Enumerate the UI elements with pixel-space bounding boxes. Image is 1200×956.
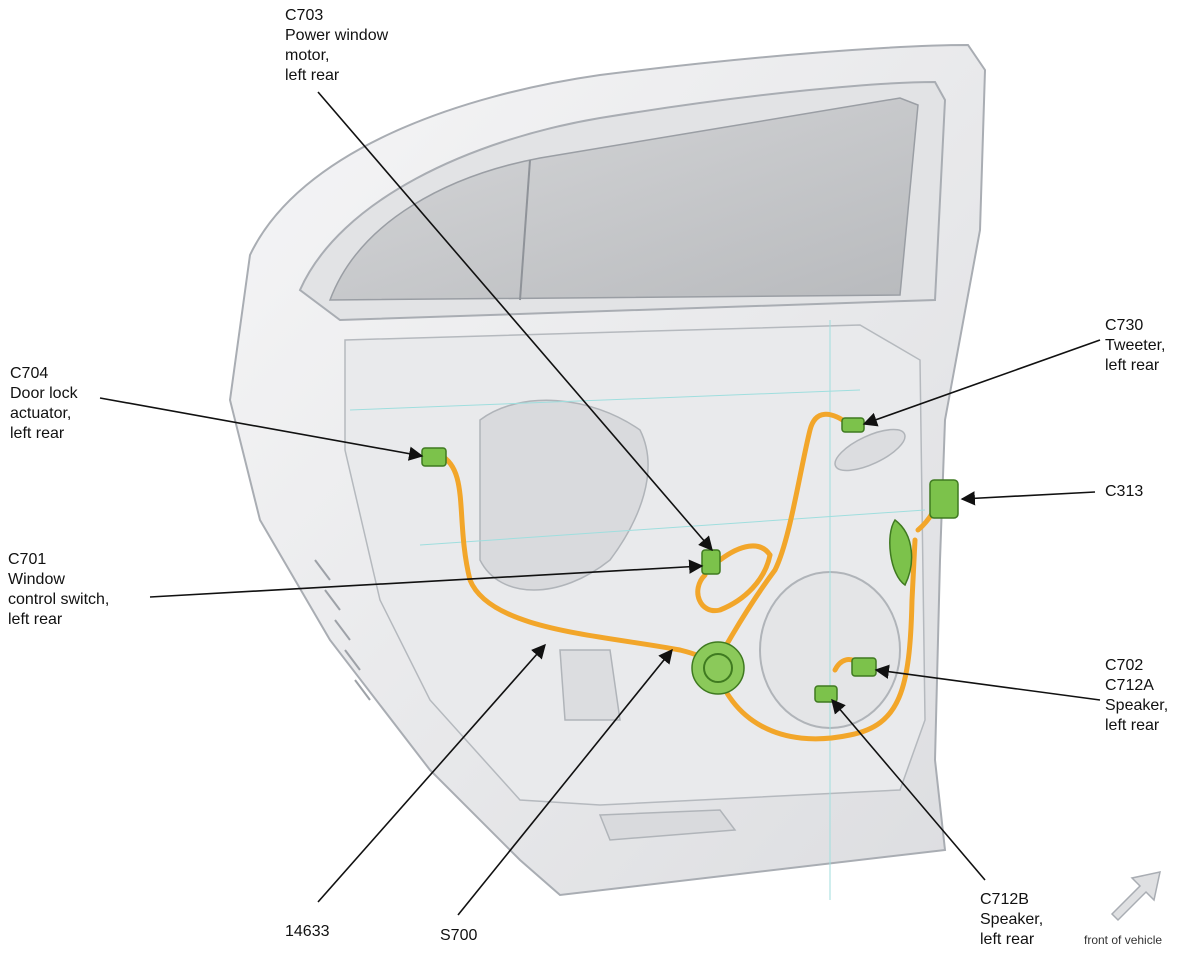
lower-handle-recess (598, 809, 737, 841)
connector-c702 (851, 657, 877, 677)
glass-division (519, 159, 531, 301)
tweeter-slot (834, 428, 906, 472)
leader-c703 (317, 91, 713, 552)
leader-c712b (831, 698, 986, 881)
leader-c704 (99, 397, 424, 461)
leader-lines (99, 91, 1101, 916)
label-c712b: C712B Speaker, left rear (980, 891, 1044, 948)
leader-c730 (862, 339, 1101, 427)
connector-c701 (701, 549, 721, 575)
leader-s700 (457, 648, 673, 916)
leader-c701 (149, 559, 704, 598)
front-arrow-icon (1110, 871, 1161, 922)
access-opening (479, 399, 649, 591)
connector-c712b (814, 685, 838, 703)
connectors (421, 417, 959, 703)
label-c704: C704 Door lock actuator, left rear (10, 365, 78, 442)
label-14633: 14633 (285, 923, 330, 940)
grommet (691, 641, 745, 695)
label-c730: C730 Tweeter, left rear (1105, 317, 1166, 374)
label-c313: C313 (1105, 483, 1144, 500)
leader-c313 (960, 491, 1096, 506)
connector-c730 (841, 417, 865, 433)
rear-grommet (889, 518, 913, 587)
leader-c702 (874, 664, 1101, 701)
label-front-of-vehicle: front of vehicle (1084, 933, 1163, 947)
label-s700: S700 (440, 927, 478, 944)
label-c701: C701 Window control switch, left rear (8, 551, 110, 628)
connector-c313 (929, 479, 959, 519)
label-c702: C702 C712A Speaker, left rear (1105, 657, 1169, 734)
window-glass (328, 97, 919, 301)
label-c703: C703 Power window motor, left rear (285, 7, 389, 84)
hinge-side-louvers (314, 559, 371, 701)
lower-pocket (559, 649, 621, 721)
wiring-harness (437, 411, 943, 742)
leader-14633 (317, 643, 546, 903)
connector-c704 (421, 447, 447, 467)
